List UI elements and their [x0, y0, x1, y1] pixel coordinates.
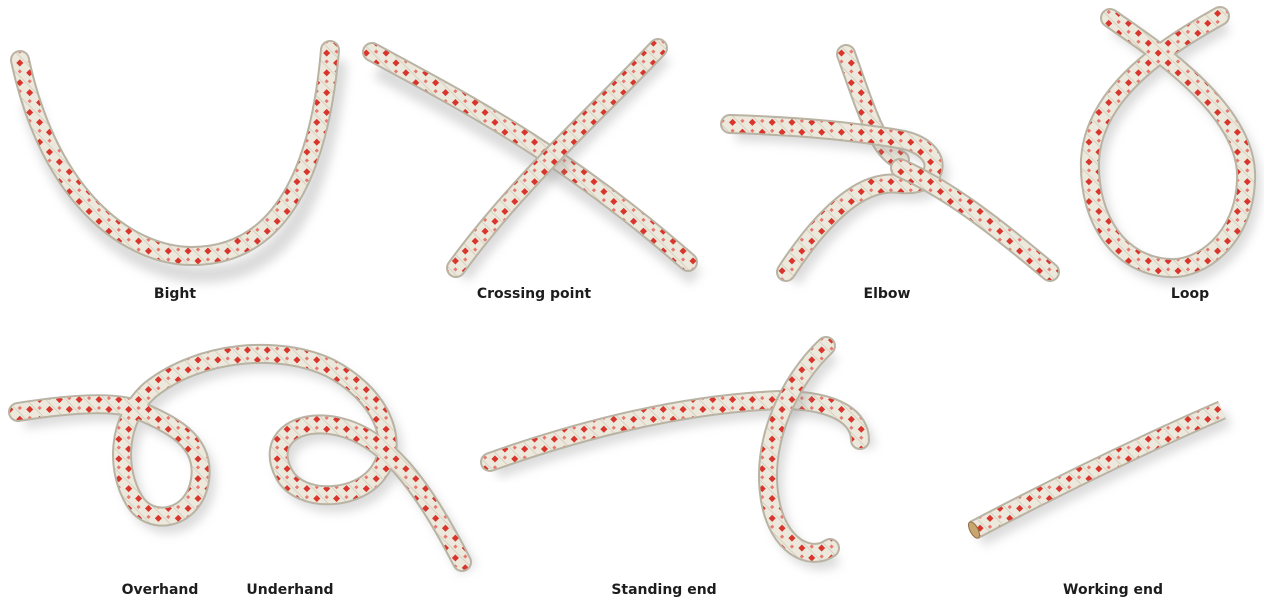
label-underhand: Underhand: [246, 582, 333, 598]
standing-end-rope: [490, 346, 866, 561]
loop-rope: [1090, 16, 1252, 276]
label-crossing-point: Crossing point: [477, 286, 591, 302]
elbow-rope: [730, 54, 1050, 280]
label-working-end: Working end: [1063, 582, 1163, 598]
bight-rope: [20, 50, 338, 274]
label-elbow: Elbow: [864, 286, 911, 302]
label-loop: Loop: [1171, 286, 1209, 302]
overhand-underhand-rope: [18, 354, 468, 570]
working-end-rope: [966, 410, 1228, 540]
label-bight: Bight: [154, 286, 196, 302]
crossing-point-rope: [372, 48, 696, 278]
label-standing-end: Standing end: [611, 582, 716, 598]
label-overhand: Overhand: [122, 582, 199, 598]
